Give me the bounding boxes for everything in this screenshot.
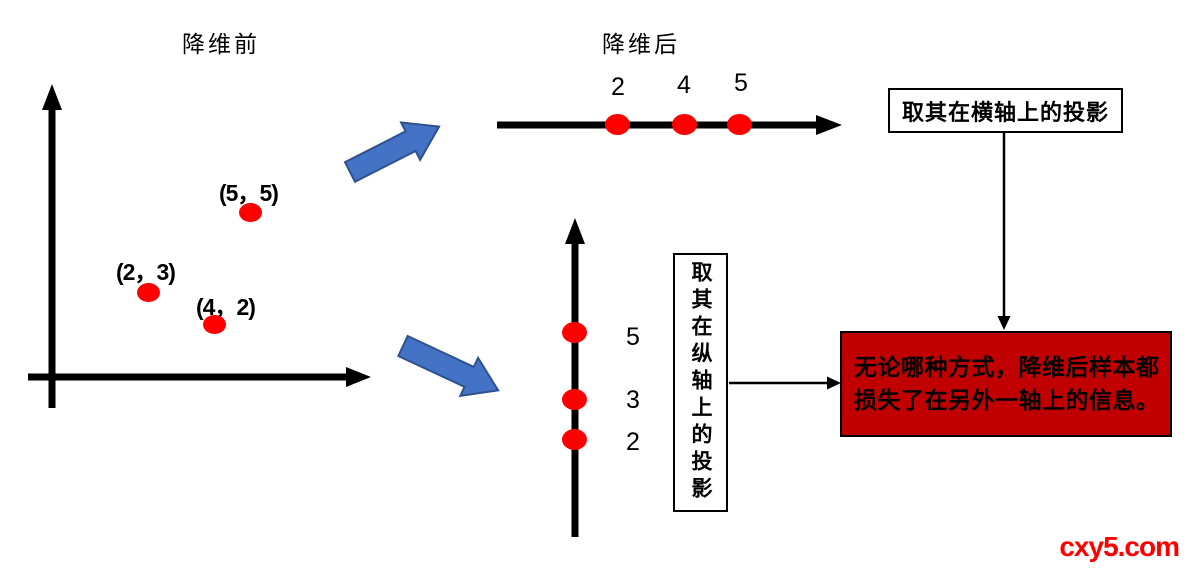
vline-tick-label-3: 3 [626,386,640,414]
horizontal-projection-label: 取其在横轴上的投影 [901,99,1109,125]
vline-point-2 [562,429,587,450]
hline-tick-label-5: 5 [734,69,748,97]
scatter-point-5-5 [239,203,262,222]
conclusion-text-line2: 损失了在另外一轴上的信息。 [854,388,1160,413]
hline-point-2 [605,114,630,135]
hline-tick-label-4: 4 [677,71,691,99]
horizontal-projection-connector-arrowhead [997,316,1011,330]
y-axis-arrowhead [42,84,62,110]
hline-point-4 [672,114,697,135]
block-arrow-to-vertical-projection [397,334,500,398]
horizontal-number-line-arrowhead [816,115,842,135]
before-title: 降维前 [182,31,260,57]
after-title: 降维后 [602,31,680,57]
vertical-projection-box: 取其在纵轴上的投影 [673,253,728,512]
vline-tick-label-5: 5 [626,323,640,351]
point-label-5-5: (5，5) [219,180,279,206]
block-arrow-to-horizontal-projection [343,121,441,184]
site-watermark: cxy5.com [1059,531,1180,562]
scatter-point-4-2 [203,315,226,334]
x-axis-arrowhead [346,367,371,387]
vertical-projection-label: 取其在纵轴上的投影 [689,261,713,504]
horizontal-projection-box: 取其在横轴上的投影 [888,88,1123,133]
hline-tick-label-2: 2 [611,73,625,101]
point-label-2-3: (2，3) [116,259,176,285]
conclusion-box: 无论哪种方式，降维后样本都 损失了在另外一轴上的信息。 [840,331,1172,437]
vline-tick-label-2: 2 [626,428,640,456]
vline-point-5 [562,322,587,343]
conclusion-text-line1: 无论哪种方式，降维后样本都 [854,355,1160,380]
point-label-4-2: (4，2) [196,294,256,320]
scatter-point-2-3 [137,283,160,302]
hline-point-5 [727,114,752,135]
vline-point-3 [562,389,587,410]
vertical-number-line-arrowhead [565,218,585,244]
vertical-projection-connector-arrowhead [827,376,841,390]
